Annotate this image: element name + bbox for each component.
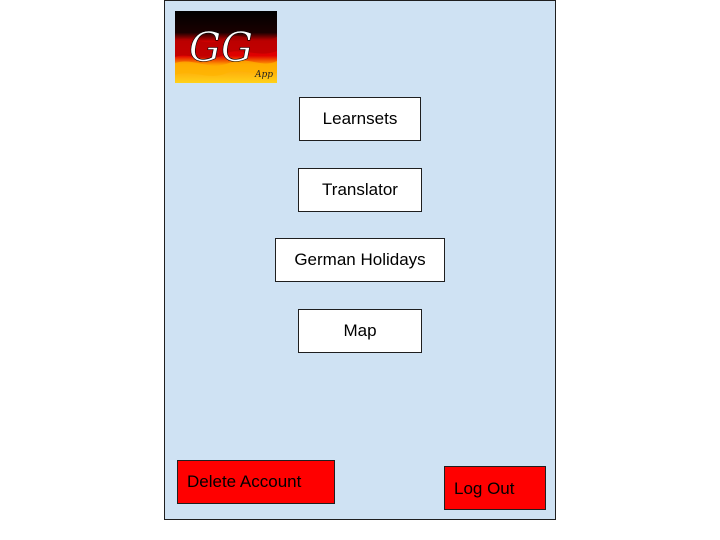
- translator-button[interactable]: Translator: [298, 168, 422, 212]
- app-logo: GG App: [175, 11, 277, 83]
- learnsets-button[interactable]: Learnsets: [299, 97, 421, 141]
- logo-monogram: GG: [189, 25, 253, 71]
- delete-account-button[interactable]: Delete Account: [177, 460, 335, 504]
- german-holidays-button[interactable]: German Holidays: [275, 238, 445, 282]
- log-out-button[interactable]: Log Out: [444, 466, 546, 510]
- map-button[interactable]: Map: [298, 309, 422, 353]
- logo-subtext: App: [254, 70, 273, 80]
- app-screen: GG App Learnsets Translator German Holid…: [164, 0, 556, 520]
